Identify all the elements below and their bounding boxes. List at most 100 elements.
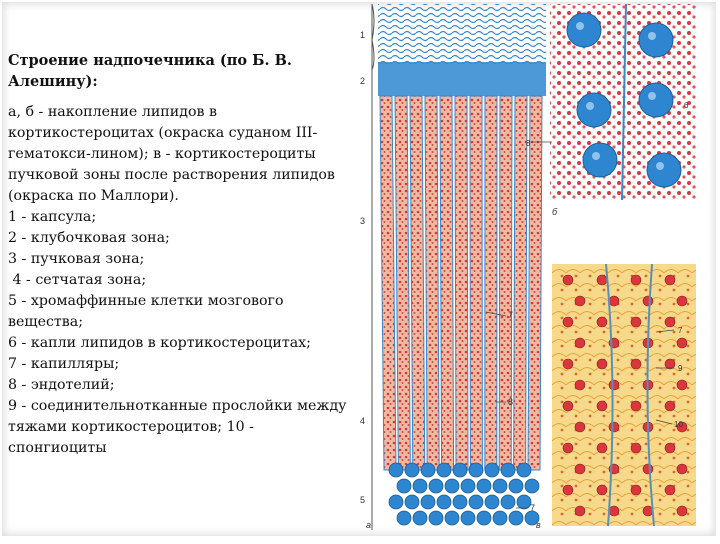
chromaffin-cell <box>460 478 476 494</box>
cortical-cell-nucleus <box>664 358 676 370</box>
capillary-b <box>621 3 627 201</box>
cortical-cell-nucleus <box>596 484 608 496</box>
caption-line-intro: а, б - накопление липидов в кортикостеро… <box>8 104 335 204</box>
callout-b-6: 6 <box>684 101 689 110</box>
cortical-cell-nucleus <box>562 442 574 454</box>
fascicular-strand <box>484 95 498 471</box>
panel-a-cortex <box>378 4 546 526</box>
legend-item-9-10: 9 - соединительнотканные прослойки между… <box>8 398 347 456</box>
nucleolus <box>648 92 656 100</box>
adrenal-figure-svg: 1 2 3 4 5 а 7 8 7 в <box>360 3 696 530</box>
fascicular-strand <box>513 95 528 471</box>
fascicular-strand <box>439 95 455 471</box>
legend-item-4: 4 - сетчатая зона; <box>8 272 147 288</box>
zone-bracket <box>371 3 375 530</box>
chromaffin-cell <box>428 510 444 526</box>
cortical-cell-nucleus <box>676 421 688 433</box>
lipid-cell-nucleus <box>646 152 682 188</box>
cortical-cell-nucleus <box>574 463 586 475</box>
cortical-cell-nucleus <box>676 337 688 349</box>
chromaffin-cell <box>468 494 484 510</box>
chromaffin-cell <box>396 478 412 494</box>
chromaffin-cell <box>516 462 532 478</box>
chromaffin-cell <box>396 510 412 526</box>
chromaffin-cell <box>420 462 436 478</box>
cortical-cell-nucleus <box>664 316 676 328</box>
lipid-cell-nucleus <box>576 92 612 128</box>
panel-label-b: б <box>552 207 558 217</box>
chromaffin-cell <box>428 478 444 494</box>
cortical-cell-nucleus <box>596 316 608 328</box>
chromaffin-cell <box>388 494 404 510</box>
chromaffin-cell <box>492 478 508 494</box>
cortical-cell-nucleus <box>630 484 642 496</box>
cortical-cell-nucleus <box>596 442 608 454</box>
zone-label-2: 2 <box>360 76 365 86</box>
panel-b-lipid-cells <box>550 3 696 201</box>
chromaffin-cell <box>404 462 420 478</box>
legend-item-8: 8 - эндотелий; <box>8 377 115 393</box>
callout-7-upper: 7 <box>508 310 513 320</box>
cortical-cell-nucleus <box>664 442 676 454</box>
chromaffin-cell <box>412 510 428 526</box>
cortical-cell-nucleus <box>596 274 608 286</box>
cortical-cell-nucleus <box>642 295 654 307</box>
chromaffin-cell <box>484 494 500 510</box>
callout-b-8: 8 <box>526 139 531 148</box>
legend-item-3: 3 - пучковая зона; <box>8 251 145 267</box>
callout-7-lower: 7 <box>530 503 535 513</box>
fascicular-strand <box>498 95 513 471</box>
chromaffin-cell <box>484 462 500 478</box>
cortical-cell-nucleus <box>562 274 574 286</box>
text-column: Строение надпочечника (по Б. В. Алешину)… <box>8 50 353 459</box>
cortical-cell-nucleus <box>630 316 642 328</box>
cortical-cell-nucleus <box>608 295 620 307</box>
fascicular-strand <box>379 95 397 471</box>
callout-8: 8 <box>508 397 513 407</box>
nucleolus <box>648 32 656 40</box>
cortical-cell-nucleus <box>630 274 642 286</box>
fascicular-strand <box>424 95 440 471</box>
capillary-c <box>605 263 614 527</box>
panel-c-mallory <box>552 263 696 527</box>
cortical-cell-nucleus <box>664 274 676 286</box>
fascicular-strand <box>409 95 426 471</box>
chromaffin-cell <box>444 510 460 526</box>
cortical-cell-nucleus <box>574 337 586 349</box>
fascicular-strands <box>379 95 543 471</box>
cortical-cell-nucleus <box>562 484 574 496</box>
chromaffin-cell <box>404 494 420 510</box>
fascicular-strand <box>527 95 543 471</box>
panel-label-v-bottom: в <box>536 520 541 530</box>
cortical-cell-nucleus <box>596 358 608 370</box>
panel-b-nuclei <box>566 3 682 201</box>
callout-c-10: 10 <box>674 420 683 429</box>
cortical-cell-nucleus <box>574 505 586 517</box>
chromaffin-cell <box>524 478 540 494</box>
capsule-layer <box>378 4 546 64</box>
legend-item-6: 6 - капли липидов в кортикостероцитах; <box>8 335 311 351</box>
cortical-cell-nucleus <box>608 379 620 391</box>
chromaffin-cell <box>508 510 524 526</box>
glomerular-zone <box>378 62 546 96</box>
cortical-cell-nucleus <box>608 421 620 433</box>
chromaffin-cell <box>412 478 428 494</box>
adrenal-illustration: 1 2 3 4 5 а 7 8 7 в <box>356 0 720 540</box>
lipid-cell-nucleus <box>582 142 618 178</box>
panel-label-a: а <box>366 520 371 530</box>
panel-c-background <box>552 264 696 526</box>
lipid-cell-nucleus <box>566 12 602 48</box>
fascicular-strand <box>394 95 411 471</box>
fascicular-strand <box>454 95 469 471</box>
cortical-cell-nucleus <box>574 379 586 391</box>
panel-c-cells <box>562 263 688 527</box>
chromaffin-cell <box>460 510 476 526</box>
cortical-cell-nucleus <box>562 316 574 328</box>
cortical-cell-nucleus <box>562 400 574 412</box>
zone-label-4: 4 <box>360 416 365 426</box>
zone-label-5: 5 <box>360 495 365 505</box>
cortical-cell-nucleus <box>642 463 654 475</box>
chromaffin-cell <box>420 494 436 510</box>
nucleolus <box>656 162 664 170</box>
